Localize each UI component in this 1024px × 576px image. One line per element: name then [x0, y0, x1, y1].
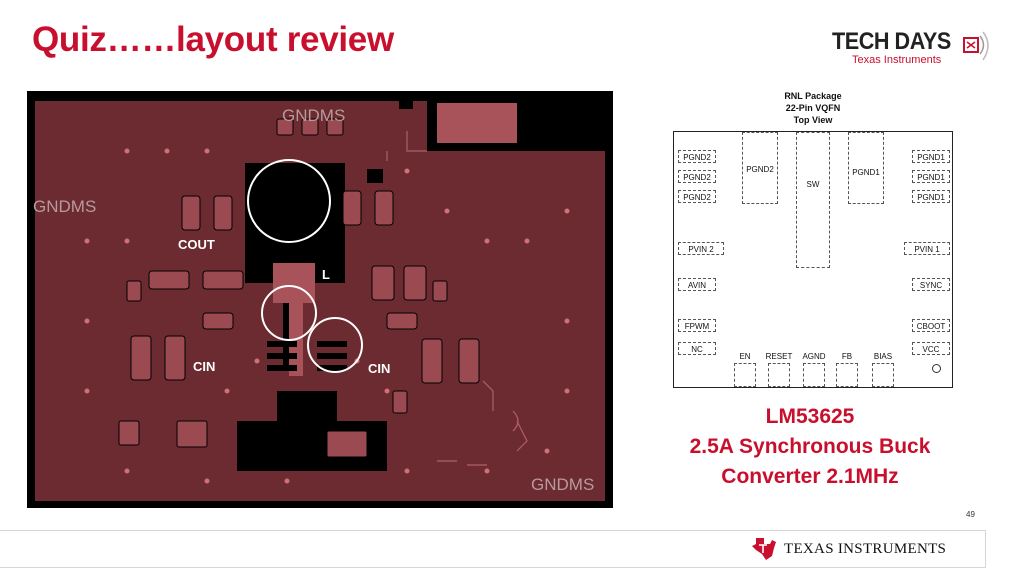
pin-left: PGND2 — [678, 190, 716, 203]
ti-logo-text: Texas Instruments — [784, 541, 947, 557]
package-outline: PGND2 PGND2 PGND2 PVIN 2 AVIN FPWM NC PG… — [673, 131, 953, 388]
pin-right: CBOOT — [912, 319, 950, 332]
pin-bottom: BIAS — [868, 352, 898, 387]
pcb-layout-drawing — [27, 91, 613, 508]
part-caption: LM53625 2.5A Synchronous Buck Converter … — [640, 402, 980, 492]
caption-description-line2: Converter 2.1MHz — [721, 465, 899, 488]
package-title-line3: Top View — [793, 115, 833, 125]
pin-bottom-pad — [836, 363, 858, 387]
pin-bottom-label: FB — [841, 352, 853, 361]
slide-title: Quiz……layout review — [32, 20, 394, 59]
pin-left: NC — [678, 342, 716, 355]
pad-sw: SW — [796, 132, 830, 268]
package-title-line1: RNL Package — [784, 91, 842, 101]
wireless-signal-icon — [963, 31, 989, 61]
pin-bottom-label: BIAS — [873, 352, 893, 361]
caption-part-number: LM53625 — [765, 405, 855, 428]
pcb-label-gndms-bottom: GNDMS — [531, 475, 595, 494]
pin-bottom-pad — [872, 363, 894, 387]
pin-left: PGND2 — [678, 170, 716, 183]
tech-days-logo-subtext: Texas Instruments — [852, 54, 942, 66]
pin-bottom-pad — [803, 363, 825, 387]
caption-description-line1: 2.5A Synchronous Buck — [689, 435, 931, 458]
ti-state-logo-icon — [752, 538, 776, 560]
pcb-label-gndms-top: GNDMS — [282, 106, 346, 125]
pcb-label-cin-right: CIN — [368, 361, 391, 376]
pin-left: PVIN 2 — [678, 242, 724, 255]
pin1-marker-dot — [932, 364, 941, 373]
pin-bottom: EN — [730, 352, 760, 387]
package-title-line2: 22-Pin VQFN — [785, 103, 841, 113]
pcb-label-inductor: L — [322, 267, 330, 282]
pin-right: PGND1 — [912, 170, 950, 183]
pin-left: FPWM — [678, 319, 716, 332]
pin-left: AVIN — [678, 278, 716, 291]
pin-right: PGND1 — [912, 190, 950, 203]
pin-right: SYNC — [912, 278, 950, 291]
pin-bottom-label: RESET — [765, 352, 793, 361]
pcb-label-gndms-left: GNDMS — [33, 197, 97, 216]
page-number: 49 — [966, 510, 975, 519]
package-title: RNL Package 22-Pin VQFN Top View — [671, 90, 955, 126]
footer-bar — [0, 530, 986, 568]
pin-bottom: RESET — [762, 352, 796, 387]
tech-days-logo-text: TECH DAYS — [832, 28, 951, 55]
pin-bottom: AGND — [798, 352, 830, 387]
pin-bottom-label: AGND — [802, 352, 826, 361]
pin-bottom-pad — [768, 363, 790, 387]
pcb-layout-image: GNDMS GNDMS GNDMS COUT L CIN CIN — [27, 91, 613, 508]
texas-instruments-logo: Texas Instruments — [750, 536, 960, 562]
pcb-label-cin-left: CIN — [193, 359, 216, 374]
pin-right: VCC — [912, 342, 950, 355]
pin-bottom: FB — [832, 352, 862, 387]
pin-bottom-label: EN — [739, 352, 751, 361]
pin-bottom-pad — [734, 363, 756, 387]
pad-pgnd1: PGND1 — [848, 132, 884, 204]
pin-right: PVIN 1 — [904, 242, 950, 255]
pcb-label-cout: COUT — [178, 237, 215, 252]
package-pinout-diagram: RNL Package 22-Pin VQFN Top View PGND2 P… — [671, 90, 955, 390]
pad-pgnd2: PGND2 — [742, 132, 778, 204]
tech-days-logo: TECH DAYS Texas Instruments — [832, 28, 992, 72]
pin-right: PGND1 — [912, 150, 950, 163]
pin-left: PGND2 — [678, 150, 716, 163]
